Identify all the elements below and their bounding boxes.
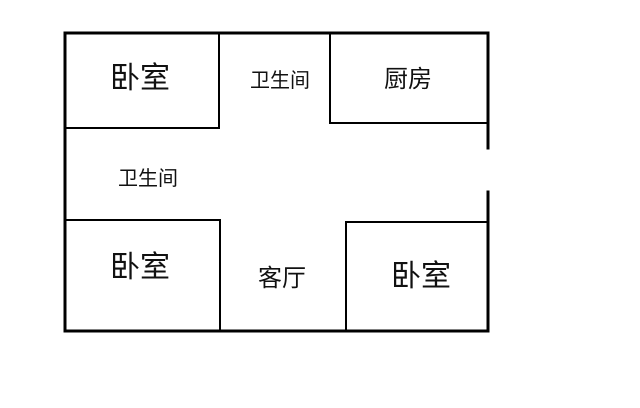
room-label-kitchen: 厨房: [384, 65, 432, 93]
room-label-bedroom-bottom-right: 卧室: [391, 259, 451, 294]
room-label-bedroom-top-left: 卧室: [110, 61, 170, 96]
room-label-bathroom-left: 卫生间: [118, 166, 178, 190]
room-label-bathroom-top: 卫生间: [250, 68, 310, 92]
room-label-living-room: 客厅: [258, 264, 306, 292]
room-label-bedroom-bottom-left: 卧室: [110, 250, 170, 285]
